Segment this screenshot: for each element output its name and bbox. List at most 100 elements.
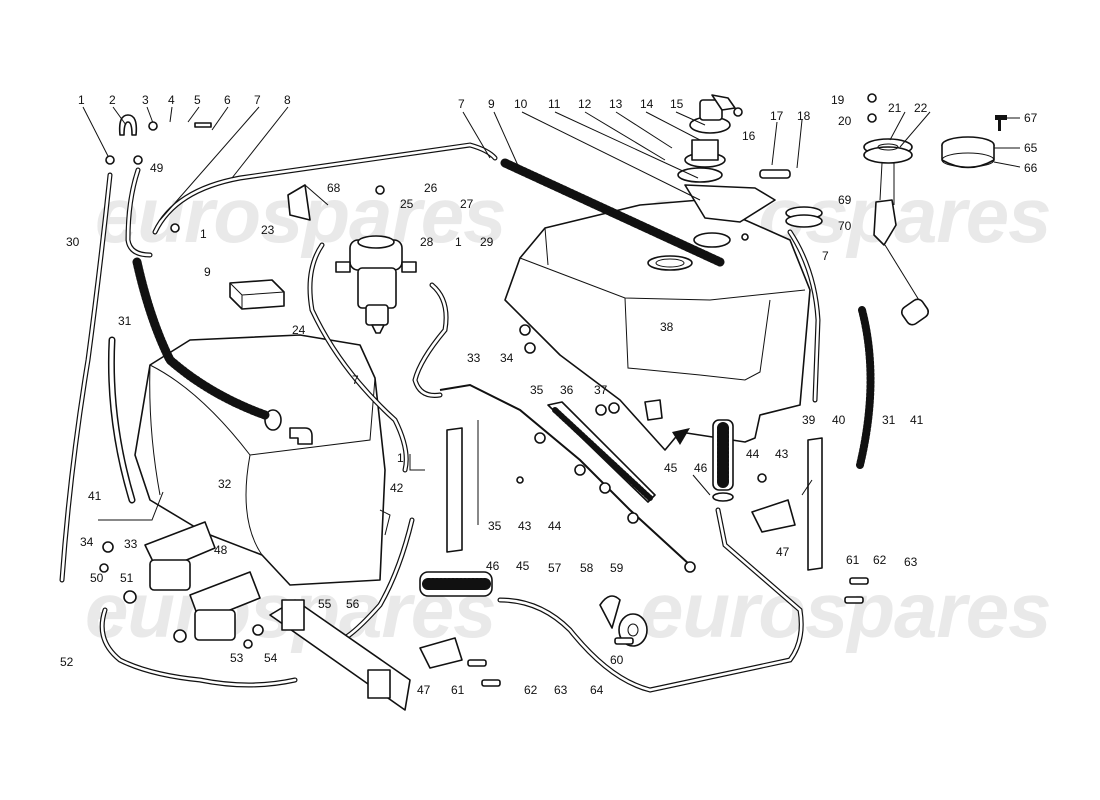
callout-7b: 7 (458, 97, 465, 111)
callout-8: 8 (284, 93, 291, 107)
callout-25: 25 (400, 197, 414, 211)
callout-61b: 61 (451, 683, 465, 697)
callout-65: 65 (1024, 141, 1038, 155)
callout-66: 66 (1024, 161, 1038, 175)
callout-1b: 1 (200, 227, 207, 241)
fuel-pump (335, 235, 417, 334)
callout-49: 49 (150, 161, 164, 175)
callout-41: 41 (910, 413, 924, 427)
callout-61: 61 (846, 553, 860, 567)
callout-17: 17 (770, 109, 784, 123)
callout-30: 30 (66, 235, 80, 249)
callout-28: 28 (420, 235, 434, 249)
callout-60: 60 (610, 653, 624, 667)
leader-lines (82, 106, 1021, 525)
callout-52: 52 (60, 655, 74, 669)
callout-41b: 41 (88, 489, 102, 503)
filler-assembly (677, 94, 743, 183)
callout-7d: 7 (352, 373, 359, 387)
callout-50: 50 (90, 571, 104, 585)
callout-2: 2 (109, 93, 116, 107)
right-fuel-tank (504, 184, 811, 451)
callout-12: 12 (578, 97, 592, 111)
callout-13: 13 (609, 97, 623, 111)
callout-27: 27 (460, 197, 474, 211)
callout-64: 64 (590, 683, 604, 697)
callout-46: 46 (694, 461, 708, 475)
callout-37: 37 (594, 383, 608, 397)
callout-26: 26 (424, 181, 438, 195)
callout-57: 57 (548, 561, 562, 575)
callout-20: 20 (838, 114, 852, 128)
callout-16: 16 (742, 129, 756, 143)
callout-54: 54 (264, 651, 278, 665)
level-sender-unit (863, 138, 930, 326)
callout-35: 35 (530, 383, 544, 397)
callout-9: 9 (488, 97, 495, 111)
callout-45: 45 (664, 461, 678, 475)
callout-63: 63 (904, 555, 918, 569)
bracket-68 (287, 184, 329, 221)
callout-23: 23 (261, 223, 275, 237)
callout-63b: 63 (554, 683, 568, 697)
callout-70: 70 (838, 219, 852, 233)
callout-55: 55 (318, 597, 332, 611)
callout-51: 51 (120, 571, 134, 585)
callout-43b: 43 (518, 519, 532, 533)
callout-43: 43 (775, 447, 789, 461)
callout-9b: 9 (204, 265, 211, 279)
callout-44b: 44 (548, 519, 562, 533)
callout-44: 44 (746, 447, 760, 461)
callout-45b: 45 (516, 559, 530, 573)
callout-24: 24 (292, 323, 306, 337)
filter-pad (229, 279, 285, 310)
callout-68: 68 (327, 181, 341, 195)
callout-14: 14 (640, 97, 654, 111)
callout-21: 21 (888, 101, 902, 115)
callout-19: 19 (831, 93, 845, 107)
callout-46b: 46 (486, 559, 500, 573)
callout-11: 11 (548, 97, 561, 111)
callout-59: 59 (610, 561, 624, 575)
callout-47b: 47 (417, 683, 431, 697)
callout-10: 10 (514, 97, 528, 111)
callout-7c: 7 (822, 249, 829, 263)
callout-48: 48 (214, 543, 228, 557)
callout-36: 36 (560, 383, 574, 397)
callout-35b: 35 (488, 519, 502, 533)
callout-3: 3 (142, 93, 149, 107)
callout-1d: 1 (397, 451, 404, 465)
callout-18: 18 (797, 109, 811, 123)
callout-34b: 34 (80, 535, 94, 549)
callout-47: 47 (776, 545, 790, 559)
callout-6: 6 (224, 93, 231, 107)
callout-58: 58 (580, 561, 594, 575)
callout-7: 7 (254, 93, 261, 107)
callout-15: 15 (670, 97, 684, 111)
callout-62: 62 (873, 553, 887, 567)
callout-32: 32 (218, 477, 232, 491)
callout-29: 29 (480, 235, 494, 249)
callout-67: 67 (1024, 111, 1038, 125)
callout-56: 56 (346, 597, 360, 611)
callout-4: 4 (168, 93, 175, 107)
callout-40: 40 (832, 413, 846, 427)
callout-69: 69 (838, 193, 852, 207)
callout-33: 33 (467, 351, 481, 365)
callout-33b: 33 (124, 537, 138, 551)
callout-31: 31 (118, 314, 132, 328)
callout-labels: 1 2 3 4 5 6 7 8 1 49 7 9 10 11 12 13 14 … (60, 93, 1038, 697)
callout-62b: 62 (524, 683, 538, 697)
callout-38: 38 (660, 320, 674, 334)
callout-22: 22 (914, 101, 928, 115)
callout-1c: 1 (455, 235, 462, 249)
callout-53: 53 (230, 651, 244, 665)
callout-1: 1 (78, 93, 85, 107)
callout-39: 39 (802, 413, 816, 427)
callout-34: 34 (500, 351, 514, 365)
straps (107, 114, 875, 711)
hardware (99, 93, 877, 687)
callout-42: 42 (390, 481, 404, 495)
callout-31b: 31 (882, 413, 896, 427)
